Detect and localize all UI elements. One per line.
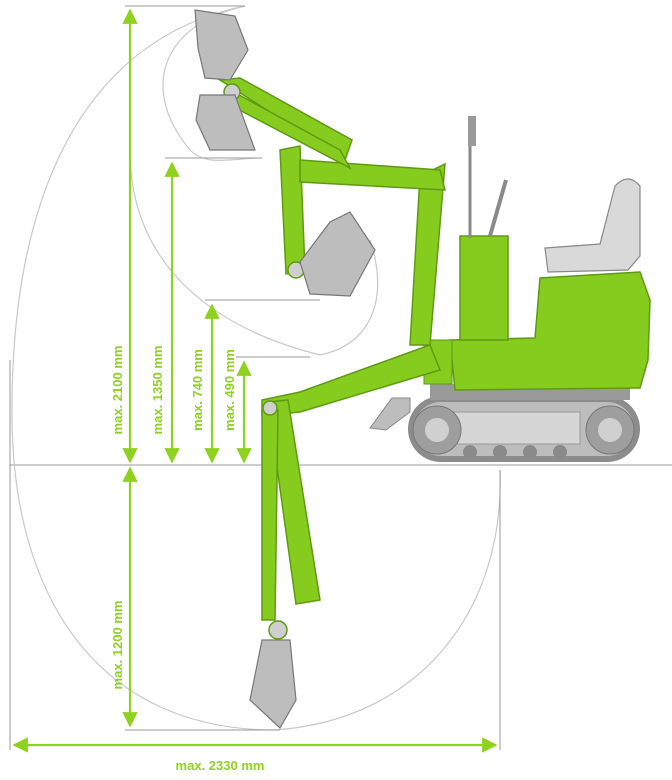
upper-body <box>449 271 651 391</box>
bucket-middle <box>299 211 376 297</box>
excavator-machine <box>369 116 651 462</box>
label-1350: max. 1350 mm <box>150 346 165 435</box>
dimension-arrows <box>12 8 498 753</box>
control-tower <box>459 235 509 341</box>
bucket-raised <box>194 9 249 81</box>
crawler-track <box>408 396 640 462</box>
label-2330: max. 2330 mm <box>176 758 265 773</box>
bucket-down <box>249 639 297 729</box>
arm-raised <box>217 77 353 170</box>
label-2100: max. 2100 mm <box>110 346 125 435</box>
dozer-blade <box>369 397 411 431</box>
label-490: max. 490 mm <box>222 349 237 431</box>
arm-down <box>261 344 442 640</box>
arm-middle <box>279 145 446 346</box>
reference-lines <box>9 5 501 750</box>
operator-seat <box>544 178 641 273</box>
bucket-raised-lower <box>195 94 256 151</box>
label-1200: max. 1200 mm <box>110 601 125 690</box>
label-740: max. 740 mm <box>190 349 205 431</box>
